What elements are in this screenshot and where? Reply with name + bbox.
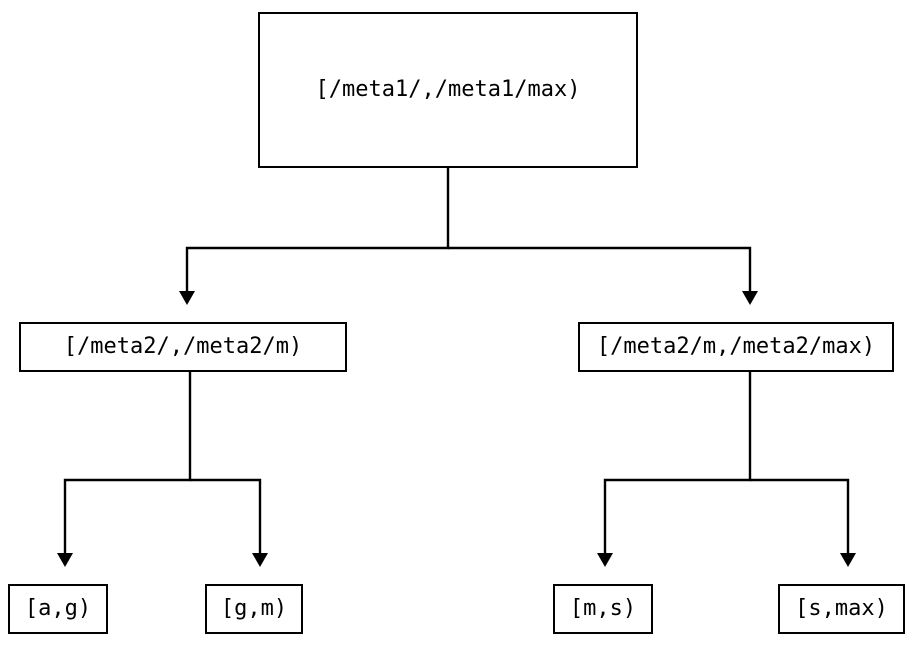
node-mid-right-label: [/meta2/m,/meta2/max) — [596, 334, 876, 359]
node-leaf-2[interactable]: [g,m) — [205, 584, 303, 634]
arrowhead-icon — [840, 553, 856, 567]
arrowhead-icon — [742, 291, 758, 305]
edge-midright-to-leaf4 — [750, 478, 856, 567]
edge-midleft-to-leaf2 — [190, 478, 268, 567]
edge-root-to-mid-right — [448, 246, 758, 305]
edge-root-to-mid-left — [179, 168, 450, 305]
node-leaf-4-label: [s,max) — [795, 596, 888, 621]
arrowhead-icon — [252, 553, 268, 567]
node-leaf-3-label: [m,s) — [569, 596, 637, 621]
node-root[interactable]: [/meta1/,/meta1/max) — [258, 12, 638, 168]
node-leaf-1-label: [a,g) — [24, 596, 92, 621]
node-mid-left-label: [/meta2/,/meta2/m) — [63, 334, 303, 359]
edge-midleft-to-leaf1 — [57, 372, 192, 567]
node-leaf-1[interactable]: [a,g) — [8, 584, 108, 634]
arrowhead-icon — [179, 291, 195, 305]
node-leaf-2-label: [g,m) — [220, 596, 288, 621]
arrowhead-icon — [597, 553, 613, 567]
arrowhead-icon — [57, 553, 73, 567]
node-mid-right[interactable]: [/meta2/m,/meta2/max) — [578, 322, 894, 372]
node-leaf-4[interactable]: [s,max) — [778, 584, 905, 634]
node-mid-left[interactable]: [/meta2/,/meta2/m) — [19, 322, 347, 372]
edge-midright-to-leaf3 — [597, 372, 752, 567]
node-root-label: [/meta1/,/meta1/max) — [315, 77, 581, 102]
node-leaf-3[interactable]: [m,s) — [553, 584, 653, 634]
